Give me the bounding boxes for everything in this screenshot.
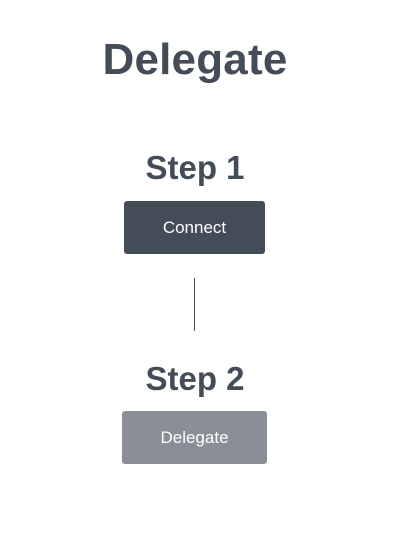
delegate-button[interactable]: Delegate [122,411,267,464]
page-title: Delegate [102,35,288,84]
connect-button[interactable]: Connect [124,201,265,254]
step-1-heading: Step 1 [145,149,245,186]
step-connector-line [194,278,195,331]
step-2-heading: Step 2 [145,360,245,397]
